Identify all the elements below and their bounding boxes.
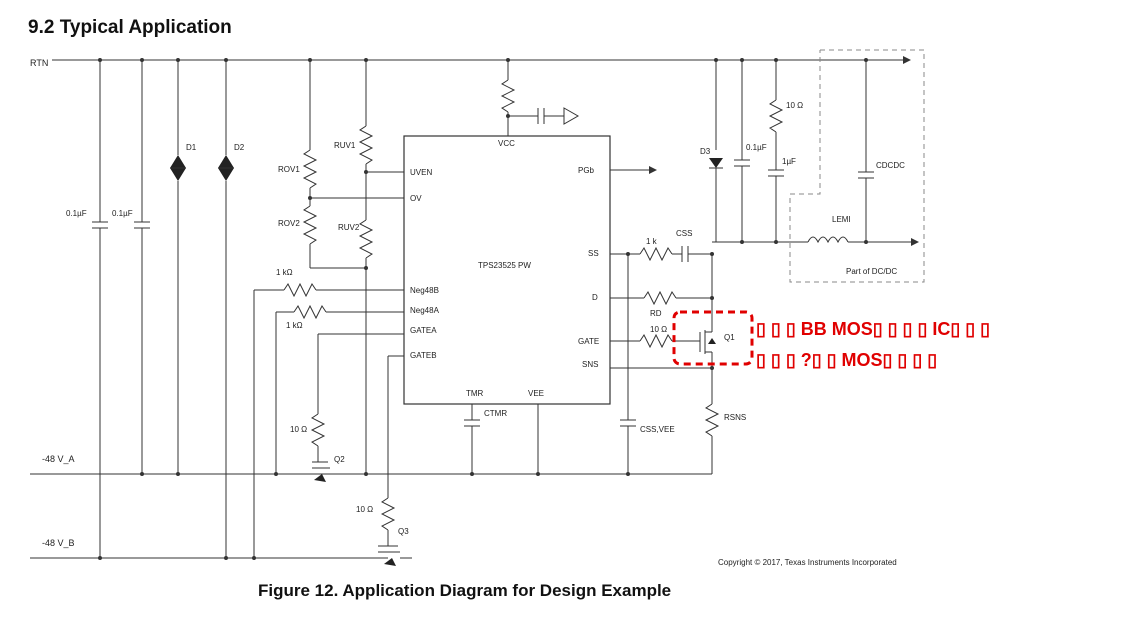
- c-ss-vee-label: CSS,VEE: [640, 425, 675, 434]
- cdcdc-label: CDCDC: [876, 161, 905, 170]
- lemi-label: LEMI: [832, 215, 851, 224]
- annotation-line-1: ▯ ▯ ▯ BB MOS▯ ▯ ▯ ▯ IC▯ ▯ ▯: [756, 319, 990, 339]
- gatea-drive-q2: [310, 333, 404, 462]
- pin-gatea: GATEA: [410, 326, 437, 335]
- annotation-highlight-box: [672, 310, 754, 366]
- mosfet-q2: [306, 461, 344, 482]
- d1-label: D1: [186, 143, 197, 152]
- pin-sns: SNS: [582, 360, 598, 369]
- resistor-gate: [610, 333, 700, 349]
- pin-ov: OV: [410, 194, 422, 203]
- q3-label: Q3: [398, 527, 409, 536]
- r-neg48b-label: 1 kΩ: [276, 268, 293, 277]
- rov1-label: ROV1: [278, 165, 300, 174]
- pin-ss: SS: [588, 249, 599, 258]
- cap2-label: 0.1µF: [112, 209, 133, 218]
- net-label-neg48a: -48 V_A: [42, 454, 75, 464]
- c-ss-label: CSS: [676, 229, 692, 238]
- pin-vcc: VCC: [498, 139, 515, 148]
- mosfet-q3: [366, 545, 412, 566]
- cap1-label: 0.1µF: [66, 209, 87, 218]
- ss-network: [610, 246, 712, 476]
- annotation-line-2: ▯ ▯ ▯ ?▯ ▯ MOS▯ ▯ ▯ ▯: [756, 350, 937, 370]
- r-gate-label: 10 Ω: [650, 325, 667, 334]
- figure-caption: Figure 12. Application Diagram for Desig…: [258, 581, 671, 600]
- r-gate-q3-label: 10 Ω: [356, 505, 373, 514]
- resistor-ruv2: [358, 219, 374, 476]
- vee-connection: [536, 404, 540, 476]
- r-out-label: 10 Ω: [786, 101, 803, 110]
- pin-pgb: PGb: [578, 166, 595, 175]
- dcdc-label: Part of DC/DC: [846, 267, 897, 276]
- ic-tps23525: [403, 135, 611, 405]
- tvs-diode-d2: [218, 58, 234, 560]
- pin-neg48b: Neg48B: [410, 286, 439, 295]
- ruv1-label: RUV1: [334, 141, 356, 150]
- output-bus: [712, 58, 919, 246]
- r-ss-label: 1 k: [646, 237, 658, 246]
- pin-d: D: [592, 293, 598, 302]
- net-label-rtn: RTN: [30, 58, 48, 68]
- resistor-rsns: [610, 366, 720, 474]
- resistor-neg48b: [252, 282, 404, 560]
- pin-vee: VEE: [528, 389, 544, 398]
- q1-label: Q1: [724, 333, 735, 342]
- gateb-drive-q3: [380, 355, 404, 546]
- input-capacitor-2: [134, 58, 150, 476]
- resistor-10ohm-out: [768, 58, 784, 244]
- d2-label: D2: [234, 143, 245, 152]
- tvs-diode-d1: [170, 58, 186, 476]
- cap-1u-label: 1µF: [782, 157, 796, 166]
- vcc-resistor-and-capacitor: [500, 58, 580, 136]
- input-capacitor-1: [92, 58, 108, 560]
- copyright-text: Copyright © 2017, Texas Instruments Inco…: [718, 558, 897, 567]
- q2-label: Q2: [334, 455, 345, 464]
- capacitor-ctmr: [464, 404, 480, 476]
- pin-tmr: TMR: [466, 389, 484, 398]
- resistor-rov2: [302, 196, 404, 269]
- resistor-rov1: [302, 58, 318, 206]
- pin-gate: GATE: [578, 337, 599, 346]
- resistor-rd: [610, 290, 714, 306]
- resistor-ruv1: [358, 58, 404, 220]
- diode-d3: [709, 58, 723, 242]
- capacitor-out-01uf: [734, 58, 750, 244]
- d3-label: D3: [700, 147, 711, 156]
- r-neg48a-label: 1 kΩ: [286, 321, 303, 330]
- ruv2-label: RUV2: [338, 223, 360, 232]
- dcdc-dashed-boundary: [789, 49, 925, 283]
- pin-gateb: GATEB: [410, 351, 437, 360]
- rsns-label: RSNS: [724, 413, 746, 422]
- section-heading: 9.2 Typical Application: [28, 17, 232, 38]
- r-gate-q2-label: 10 Ω: [290, 425, 307, 434]
- rd-label: RD: [650, 309, 662, 318]
- cap-out-label: 0.1µF: [746, 143, 767, 152]
- pin-uven: UVEN: [410, 168, 432, 177]
- ic-name: TPS23525 PW: [478, 261, 531, 270]
- resistor-neg48a: [274, 304, 404, 476]
- ctmr-label: CTMR: [484, 409, 507, 418]
- pin-neg48a: Neg48A: [410, 306, 440, 315]
- net-label-neg48b: -48 V_B: [42, 538, 75, 548]
- rov2-label: ROV2: [278, 219, 300, 228]
- mosfet-q1: [699, 252, 716, 404]
